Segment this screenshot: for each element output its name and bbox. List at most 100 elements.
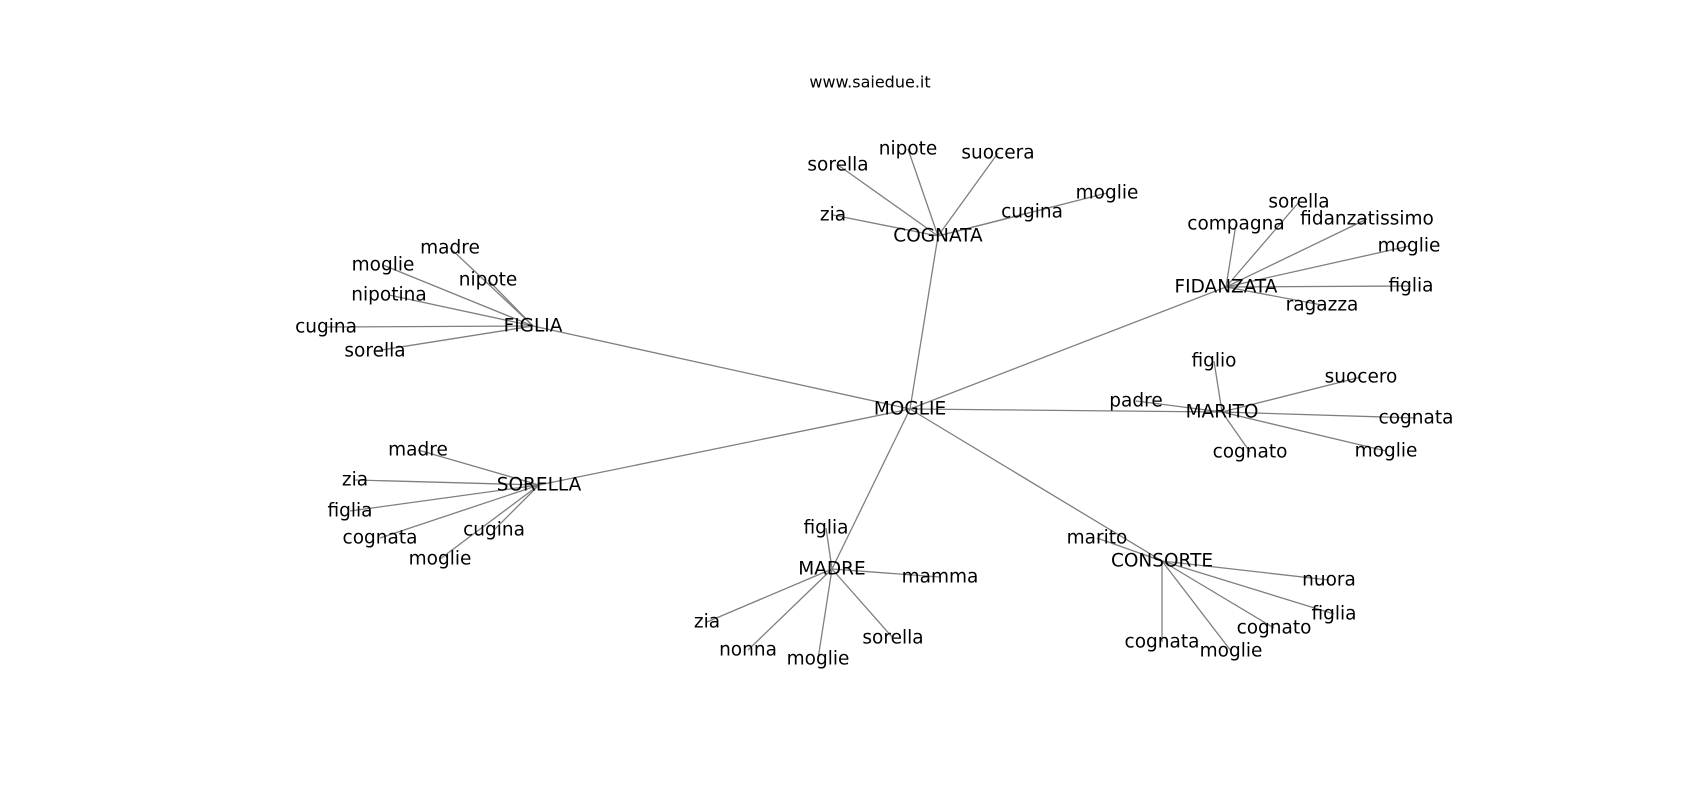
leaf-node-cognata-moglie: moglie	[1076, 183, 1139, 204]
hub-node-cognata: COGNATA	[893, 226, 983, 247]
leaf-node-sorella-cognata: cognata	[343, 528, 418, 549]
edge-root-fidanzata	[909, 286, 1227, 410]
hub-node-sorella: SORELLA	[497, 475, 582, 496]
leaf-node-cognata-cugina: cugina	[1001, 202, 1063, 223]
edge-marito-figlio	[1213, 360, 1223, 413]
leaf-node-figlia-moglie: moglie	[352, 255, 415, 276]
leaf-node-consorte-cognato: cognato	[1237, 618, 1312, 639]
leaf-node-marito-figlio: figlio	[1192, 351, 1237, 372]
leaf-node-fidanzata-moglie: moglie	[1378, 236, 1441, 257]
leaf-node-marito-cognato: cognato	[1213, 442, 1288, 463]
edge-madre-figlia	[825, 527, 833, 570]
leaf-node-figlia-madre: madre	[420, 238, 480, 259]
edge-madre-sorella	[831, 568, 894, 639]
edge-marito-moglie	[1221, 411, 1387, 452]
leaf-node-madre-figlia: figlia	[803, 518, 848, 539]
edges-layer	[325, 148, 1417, 660]
root-node-label: MOGLIE	[874, 399, 946, 420]
hub-node-madre: MADRE	[798, 559, 865, 580]
leaf-node-consorte-nuora: nuora	[1302, 570, 1356, 591]
hub-node-consorte: CONSORTE	[1111, 551, 1213, 572]
edge-consorte-nuora	[1161, 560, 1330, 581]
edge-marito-suocero	[1221, 376, 1362, 413]
edge-figlia-madre	[449, 247, 534, 327]
hub-node-marito: MARITO	[1186, 402, 1259, 423]
leaf-node-fidanzata-fidanzatissimo: fidanzatissimo	[1300, 209, 1434, 230]
site-watermark: www.saiedue.it	[809, 73, 930, 92]
edge-sorella-cognata	[379, 484, 540, 539]
leaf-node-sorella-zia: zia	[342, 470, 368, 491]
leaf-node-fidanzata-figlia: figlia	[1388, 276, 1433, 297]
leaf-node-figlia-nipote: nipote	[459, 270, 518, 291]
leaf-node-consorte-figlia: figlia	[1311, 604, 1356, 625]
edge-cognata-moglie	[937, 192, 1108, 237]
leaf-node-fidanzata-sorella: sorella	[1268, 192, 1329, 213]
labels-layer: MOGLIE COGNATA sorella nipote suocera zia cugi…	[295, 139, 1453, 670]
edge-sorella-madre	[417, 449, 540, 486]
edge-sorella-cugina	[493, 484, 540, 531]
edge-figlia-sorella	[374, 325, 534, 352]
hub-node-fidanzata: FIDANZATA	[1175, 277, 1278, 298]
leaf-node-marito-moglie: moglie	[1355, 441, 1418, 462]
edge-marito-cognata	[1221, 411, 1417, 419]
edge-root-cognata	[909, 235, 939, 410]
edge-madre-nonna	[747, 568, 833, 651]
leaf-node-sorella-madre: madre	[388, 440, 448, 461]
edge-root-sorella	[538, 408, 911, 486]
leaf-node-fidanzata-ragazza: ragazza	[1286, 295, 1359, 316]
edge-fidanzata-sorella	[1225, 201, 1300, 288]
edge-cognata-suocera	[937, 152, 999, 237]
edge-figlia-nipote	[487, 279, 534, 327]
edge-consorte-figlia	[1161, 560, 1335, 615]
edge-fidanzata-figlia	[1225, 285, 1412, 288]
leaf-node-madre-sorella: sorella	[862, 628, 923, 649]
edge-consorte-cognato	[1161, 560, 1275, 629]
edge-marito-cognato	[1221, 411, 1251, 453]
leaf-node-madre-nonna: nonna	[719, 640, 777, 661]
edge-figlia-cugina	[325, 325, 534, 328]
leaf-node-madre-moglie: moglie	[787, 649, 850, 670]
edge-consorte-marito	[1096, 537, 1163, 562]
leaf-node-marito-cognata: cognata	[1379, 408, 1454, 429]
leaf-node-figlia-cugina: cugina	[295, 317, 357, 338]
edge-root-consorte	[909, 408, 1163, 562]
edge-root-figlia	[532, 325, 911, 410]
edge-sorella-figlia	[349, 484, 540, 512]
leaf-node-sorella-figlia: figlia	[327, 501, 372, 522]
edge-cognata-zia	[832, 214, 939, 237]
leaf-node-cognata-sorella: sorella	[807, 155, 868, 176]
leaf-node-cognata-suocera: suocera	[961, 143, 1034, 164]
edge-root-madre	[831, 408, 911, 570]
leaf-node-madre-zia: zia	[694, 612, 720, 633]
edge-root-marito	[909, 408, 1223, 413]
leaf-node-marito-padre: padre	[1109, 391, 1162, 412]
leaf-node-consorte-cognata: cognata	[1125, 632, 1200, 653]
edge-cognata-nipote	[907, 148, 939, 237]
edge-sorella-moglie	[439, 484, 540, 560]
leaf-node-figlia-sorella: sorella	[344, 341, 405, 362]
leaf-node-consorte-marito: marito	[1067, 528, 1128, 549]
edge-fidanzata-moglie	[1225, 245, 1410, 288]
edge-figlia-nipotina	[388, 294, 534, 327]
edge-madre-mamma	[831, 568, 941, 578]
edge-consorte-moglie	[1161, 560, 1232, 652]
edge-fidanzata-fidanzatissimo	[1225, 218, 1368, 288]
leaf-node-cognata-zia: zia	[820, 205, 846, 226]
leaf-node-marito-suocero: suocero	[1325, 367, 1398, 388]
edge-madre-zia	[706, 568, 833, 623]
leaf-node-cognata-nipote: nipote	[879, 139, 938, 160]
edge-marito-padre	[1135, 400, 1223, 413]
leaf-node-fidanzata-compagna: compagna	[1187, 214, 1284, 235]
leaf-node-figlia-nipotina: nipotina	[351, 285, 426, 306]
edge-fidanzata-ragazza	[1225, 286, 1323, 306]
hub-node-figlia: FIGLIA	[504, 316, 563, 337]
leaf-node-sorella-moglie: moglie	[409, 549, 472, 570]
leaf-node-madre-mamma: mamma	[902, 567, 979, 588]
edge-cognata-sorella	[837, 164, 939, 237]
edge-madre-moglie	[817, 568, 833, 660]
edge-fidanzata-compagna	[1225, 223, 1237, 288]
leaf-node-sorella-cugina: cugina	[463, 520, 525, 541]
edge-sorella-zia	[354, 479, 540, 486]
